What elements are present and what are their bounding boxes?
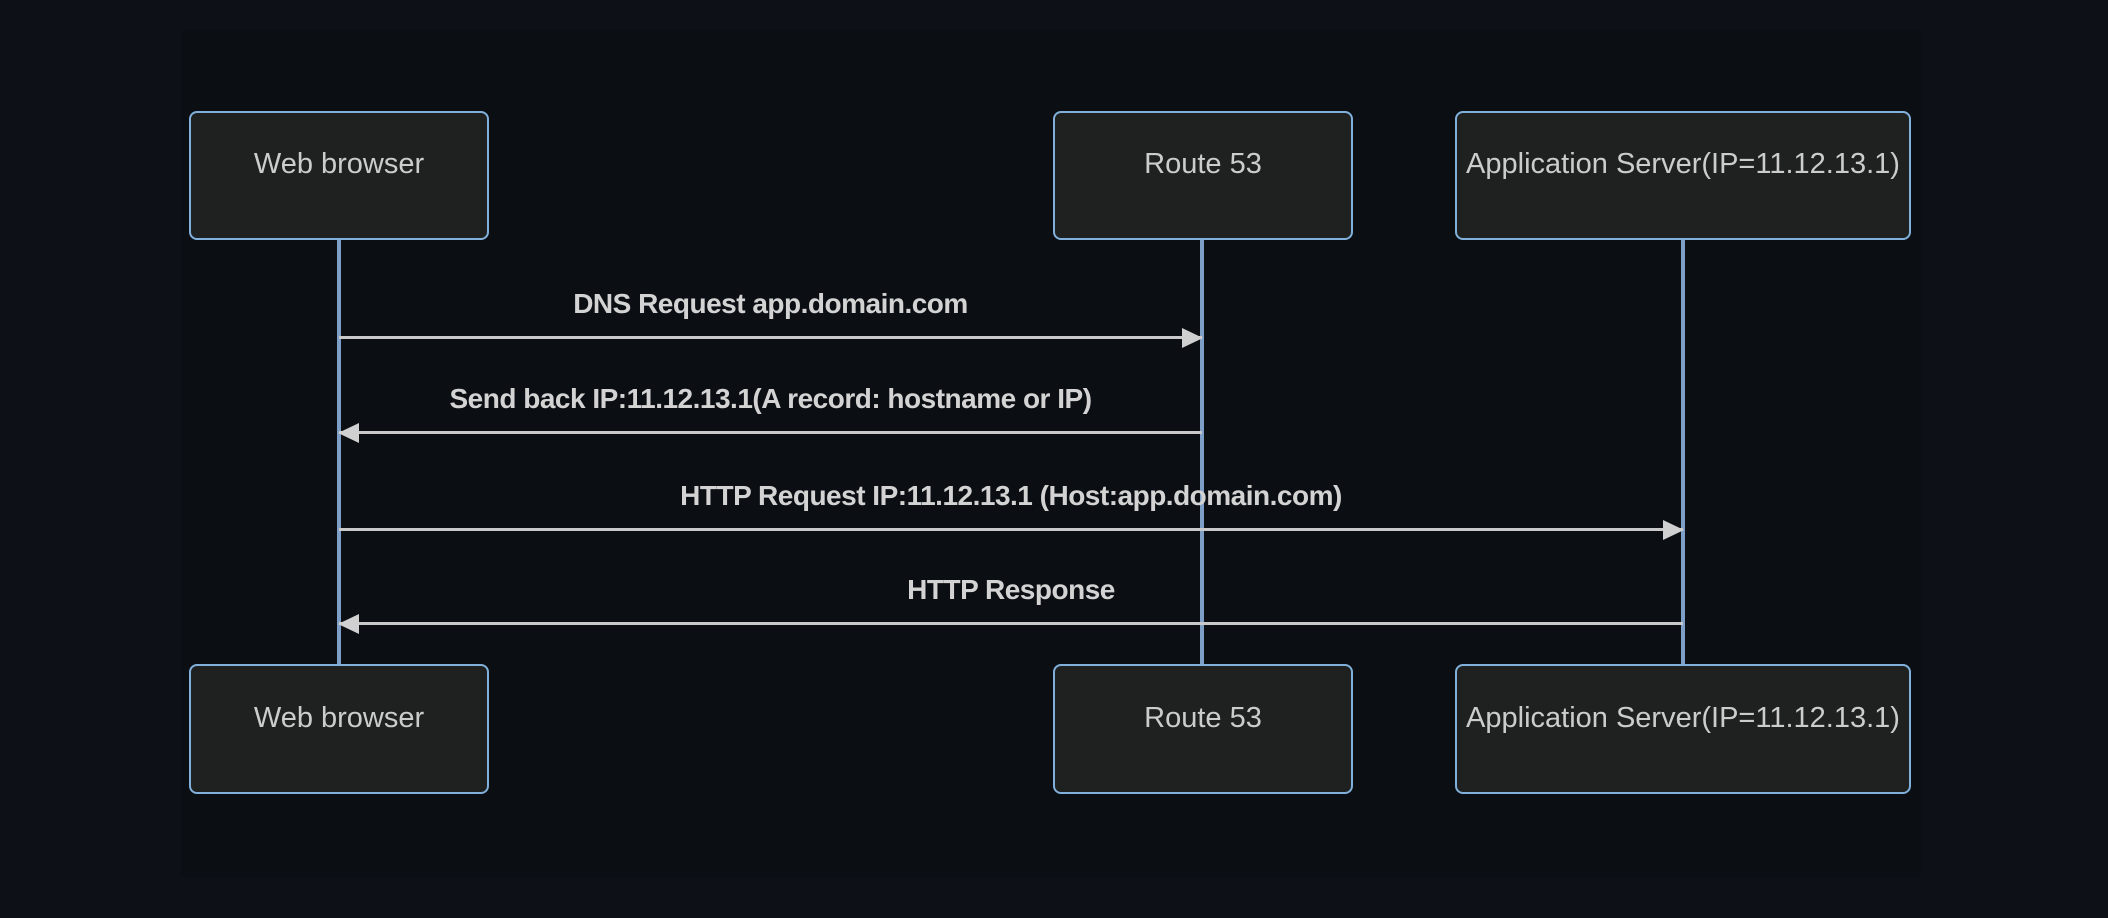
lifeline-route-53 <box>1200 240 1204 664</box>
actor-box-web-browser-top: Web browser <box>189 111 489 240</box>
arrow-right-icon <box>339 336 1202 339</box>
message-label-http-response: HTTP Response <box>907 574 1115 605</box>
message-label-dns-response: Send back IP:11.12.13.1(A record: hostna… <box>449 383 1092 414</box>
message-label-dns-request: DNS Request app.domain.com <box>573 288 968 319</box>
actor-box-route-53-top: Route 53 <box>1053 111 1353 240</box>
arrow-left-icon <box>339 622 1683 625</box>
message-label-http-request: HTTP Request IP:11.12.13.1 (Host:app.dom… <box>680 480 1342 511</box>
message-dns-response: Send back IP:11.12.13.1(A record: hostna… <box>339 372 1202 434</box>
actor-label-application-server-top: Application Server(IP=11.12.13.1) <box>1466 148 1900 180</box>
message-http-request: HTTP Request IP:11.12.13.1 (Host:app.dom… <box>339 469 1683 531</box>
actor-box-application-server-bottom: Application Server(IP=11.12.13.1) <box>1455 664 1911 794</box>
message-dns-request: DNS Request app.domain.com <box>339 277 1202 339</box>
actor-label-route-53-bottom: Route 53 <box>1144 701 1262 734</box>
actor-label-application-server-bottom: Application Server(IP=11.12.13.1) <box>1466 701 1900 734</box>
actor-label-route-53-top: Route 53 <box>1144 148 1262 180</box>
arrow-right-icon <box>339 528 1683 531</box>
lifeline-web-browser <box>337 240 341 664</box>
actor-box-application-server-top: Application Server(IP=11.12.13.1) <box>1455 111 1911 240</box>
actor-label-web-browser-bottom: Web browser <box>253 701 425 734</box>
arrow-left-icon <box>339 431 1202 434</box>
actor-box-route-53-bottom: Route 53 <box>1053 664 1353 794</box>
lifeline-application-server <box>1681 240 1685 664</box>
actor-label-web-browser-top: Web browser <box>253 148 425 180</box>
actor-box-web-browser-bottom: Web browser <box>189 664 489 794</box>
message-http-response: HTTP Response <box>339 563 1683 625</box>
